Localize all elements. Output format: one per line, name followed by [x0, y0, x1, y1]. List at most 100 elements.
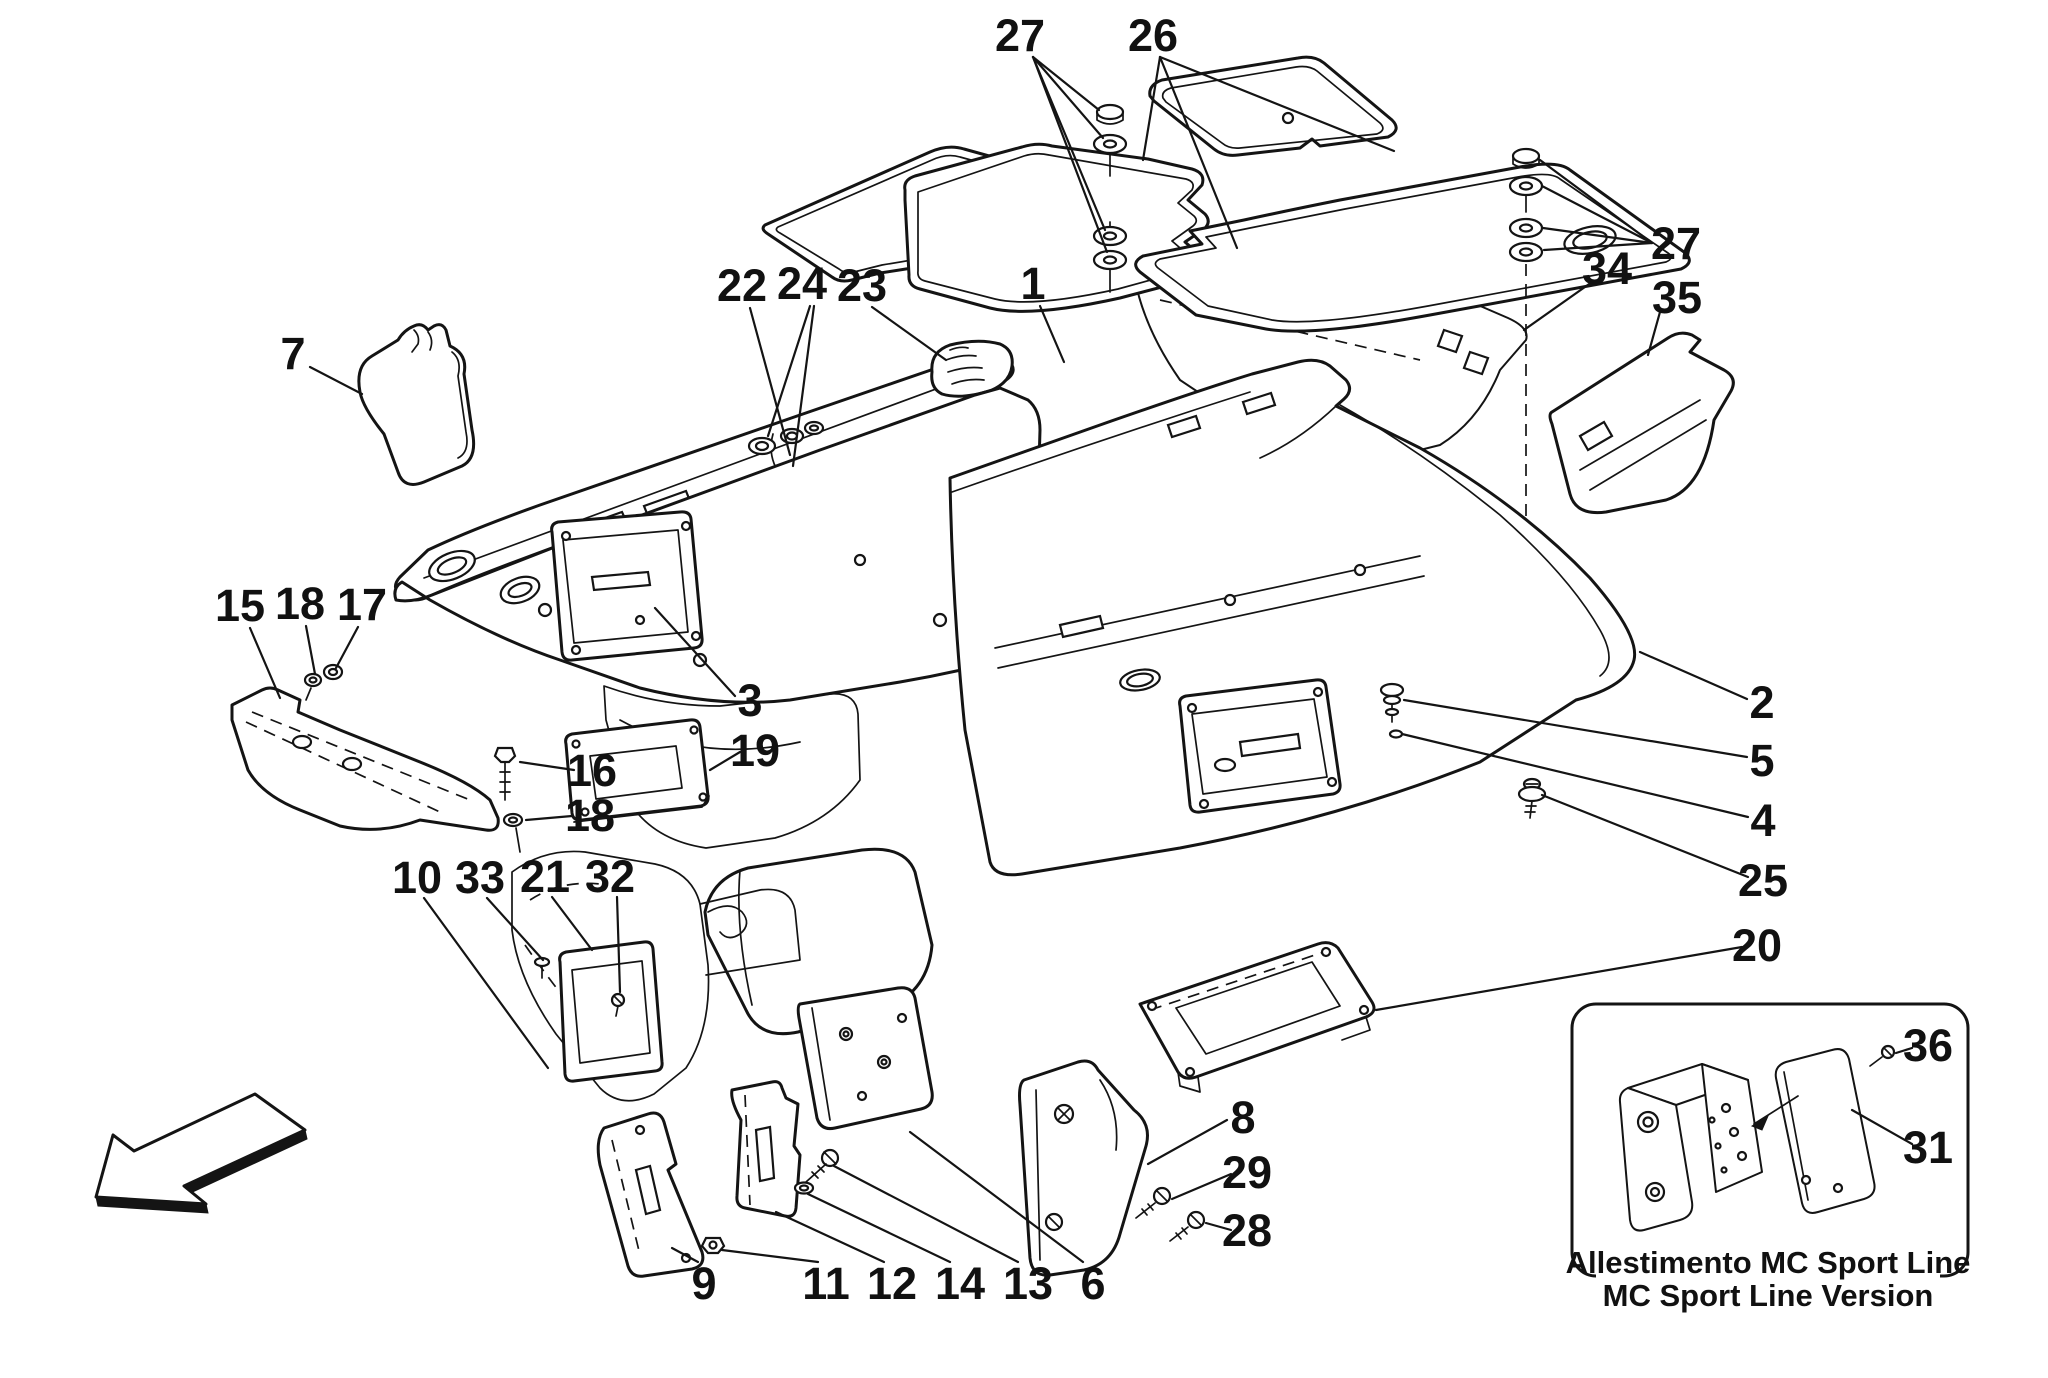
callout-31-36: 31 [1903, 1122, 1953, 1173]
washer-14 [793, 1181, 815, 1195]
screw-32 [610, 992, 626, 1017]
leader-line-32 [615, 895, 622, 994]
bolt-13 [805, 1148, 840, 1183]
callout-27-0: 27 [995, 10, 1045, 61]
callout-27-6: 27 [1651, 218, 1701, 269]
callout-18-14: 18 [565, 790, 615, 841]
leader-line-13 [832, 1164, 1020, 1264]
leader-line-24 [791, 304, 816, 468]
leader-line-6 [908, 1130, 1085, 1264]
leader-line-22 [748, 306, 792, 457]
callout-24-3: 24 [777, 258, 827, 309]
callout-20-21: 20 [1732, 920, 1782, 971]
insulation-panel-35 [1548, 331, 1735, 515]
leader-line-5 [1402, 698, 1749, 759]
leader-line-36 [1894, 1046, 1914, 1055]
leader-line-15 [248, 626, 282, 700]
leader-line-27 [1031, 55, 1109, 254]
leader-line-27 [1540, 184, 1654, 245]
leader-line-3 [653, 606, 737, 698]
mat-fastener-stack-left [1092, 103, 1128, 293]
callout-28-34: 28 [1222, 1205, 1272, 1256]
leader-line-34 [1522, 280, 1594, 332]
callout-26-1: 26 [1128, 10, 1178, 61]
callout-15-10: 15 [215, 580, 265, 631]
screw-28 [1169, 1210, 1206, 1242]
callout-34-7: 34 [1582, 243, 1632, 294]
leader-line-23 [870, 305, 948, 362]
right-carpet-2 [948, 358, 1637, 877]
mc-sport-line-inset: Allestimento MC Sport Line MC Sport Line… [1566, 1002, 1970, 1313]
leader-line-18 [304, 624, 317, 676]
callout-23-4: 23 [837, 260, 887, 311]
clip-hole-4 [1388, 729, 1404, 739]
seat-frame-20 [1138, 941, 1376, 1093]
nut-11 [700, 1236, 726, 1255]
callout-10-22: 10 [392, 852, 442, 903]
leader-line-4 [1400, 732, 1750, 819]
leader-line-28 [1204, 1221, 1233, 1232]
leader-line-1 [1038, 304, 1066, 364]
leader-line-12 [774, 1210, 886, 1264]
leader-line-27 [1031, 55, 1101, 112]
leader-line-35 [1646, 310, 1662, 357]
callout-12-28: 12 [867, 1258, 917, 1309]
screw-29 [1135, 1186, 1172, 1219]
leader-line-10 [422, 896, 550, 1070]
callout-3-15: 3 [737, 675, 762, 726]
callout-14-29: 14 [935, 1258, 985, 1309]
leader-line-8 [1146, 1118, 1229, 1166]
callout-33-23: 33 [455, 852, 505, 903]
floor-mat-rear-left [1148, 55, 1398, 157]
callout-9-26: 9 [691, 1258, 716, 1309]
leader-line-27 [1541, 226, 1654, 245]
leader-line-19 [708, 750, 742, 772]
bolt-16 [493, 746, 517, 801]
leader-line-16 [518, 760, 576, 772]
mount-bracket-6 [796, 986, 934, 1130]
tunnel-rear-cover [703, 847, 934, 1036]
leader-line-24 [766, 304, 812, 438]
callout-36-35: 36 [1903, 1020, 1953, 1071]
inset-bracket [1618, 1063, 1763, 1232]
leader-line-27 [1542, 241, 1654, 252]
callout-5-18: 5 [1749, 735, 1774, 786]
callout-1-5: 1 [1020, 258, 1045, 309]
carpet-cover-panel-3 [550, 510, 704, 662]
callout-8-32: 8 [1230, 1092, 1255, 1143]
support-plate-12 [730, 1080, 802, 1218]
leader-line-25 [1540, 793, 1750, 879]
callout-18-11: 18 [275, 578, 325, 629]
leader-line-27 [1031, 55, 1105, 140]
leader-line-33 [485, 896, 545, 962]
callout-6-31: 6 [1080, 1258, 1105, 1309]
callout-13-30: 13 [1003, 1258, 1053, 1309]
leader-line-26 [1158, 55, 1239, 250]
rivet-33 [533, 956, 551, 979]
callout-16-13: 16 [567, 745, 617, 796]
leader-line-26 [1158, 55, 1396, 153]
leader-line-26 [1141, 55, 1162, 162]
inset-caption-english: MC Sport Line Version [1603, 1278, 1934, 1313]
callout-32-25: 32 [585, 851, 635, 902]
quarter-panel-21 [558, 940, 664, 1083]
right-carpet-cover-panel [1178, 678, 1342, 814]
screw-25 [1517, 777, 1547, 819]
leader-line-2 [1638, 650, 1749, 701]
callout-7-9: 7 [280, 328, 305, 379]
callout-11-27: 11 [802, 1258, 850, 1309]
leader-line-20 [1374, 945, 1744, 1012]
callout-2-17: 2 [1749, 677, 1774, 728]
leader-line-7 [308, 365, 364, 396]
leader-line-9 [670, 1246, 700, 1264]
inset-plate-31 [1750, 1048, 1876, 1214]
side-bracket-15 [230, 686, 500, 832]
leader-line-31 [1850, 1108, 1914, 1146]
callout-4-19: 4 [1750, 795, 1775, 846]
washer-18a [303, 672, 323, 701]
callout-29-33: 29 [1222, 1147, 1272, 1198]
seat-mount-frame-19 [564, 718, 710, 823]
leader-line-21 [550, 895, 594, 952]
